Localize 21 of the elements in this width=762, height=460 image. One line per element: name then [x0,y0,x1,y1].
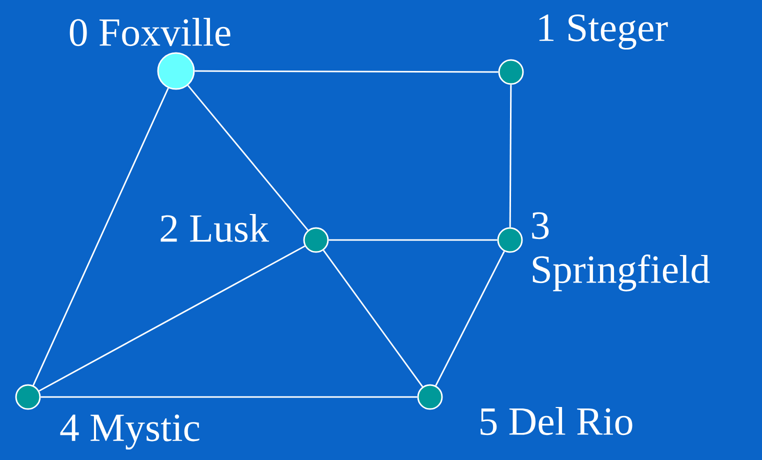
route-line [328,239,498,241]
route-line [32,88,169,386]
station-dot [498,59,524,85]
route-line [187,84,308,231]
station-dot [497,227,523,253]
route-line [322,250,424,388]
route-line [435,251,505,386]
station-label: 4 Mystic [60,414,200,450]
route-line [509,84,512,228]
station-dot [15,384,41,410]
station-dot [303,227,329,253]
station-label: 2 Lusk [160,214,269,242]
station-label: 1 Steger [539,14,668,50]
route-line [194,70,498,73]
station-label: 5 Del Rio [480,406,632,436]
route-line [40,396,418,398]
station-label: 3 Springfield [532,212,710,292]
route-line [38,245,306,392]
station-dot [157,52,195,90]
station-dot [417,384,443,410]
station-label: 0 Foxville [70,18,230,46]
